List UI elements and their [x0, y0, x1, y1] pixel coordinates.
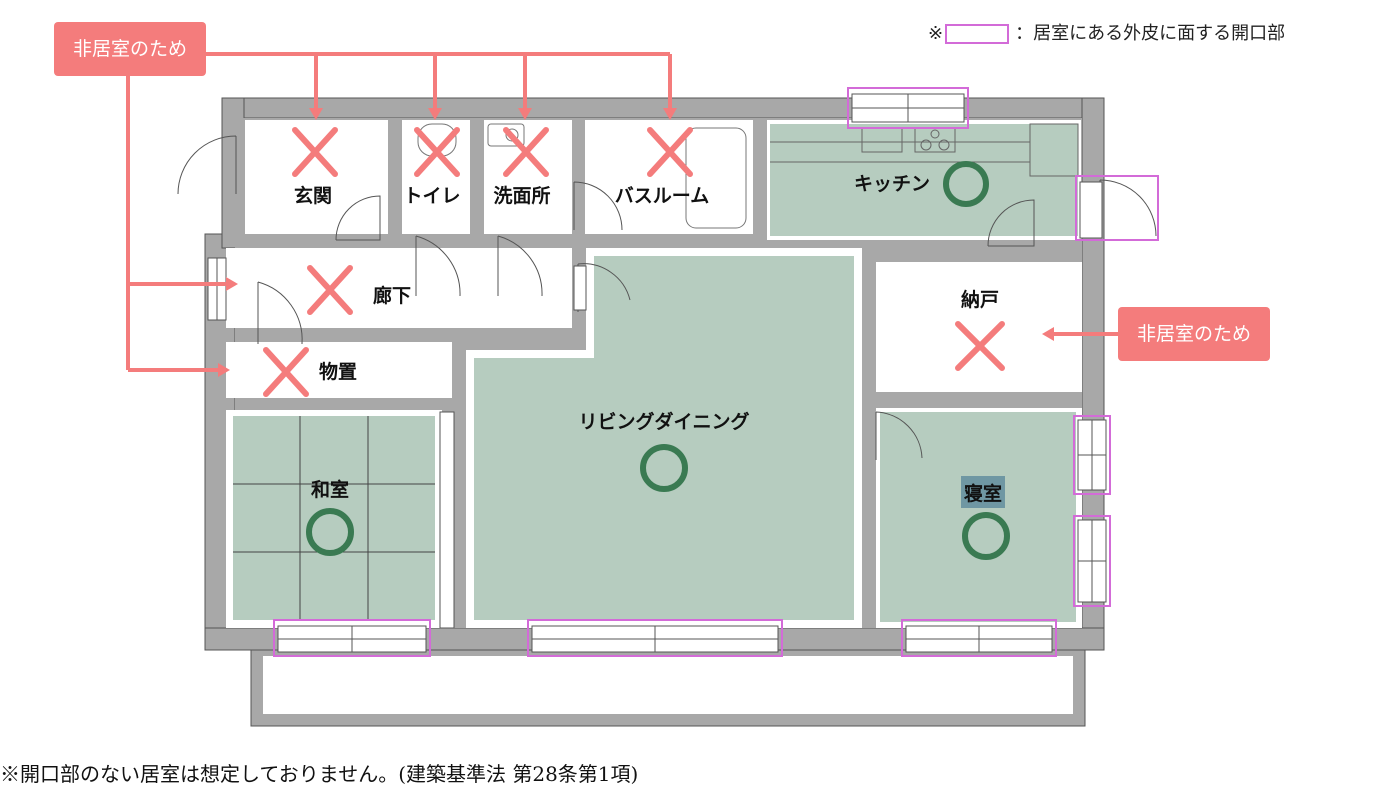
circle-washitsu: [306, 508, 354, 556]
callout-arrow-heads: [218, 108, 1054, 377]
room-bath: [585, 120, 753, 234]
room-labels: 玄関 トイレ 洗面所 バスルーム キッチン 廊下 納戸 物置 リビングダイニング…: [294, 173, 1002, 505]
label-genkan: 玄関: [294, 184, 332, 207]
window-mullions: [216, 94, 1106, 652]
callout-non-habitable-left: 非居室のため: [54, 22, 206, 76]
label-kitchen: キッチン: [854, 173, 930, 195]
label-shinshitsu: 寝室: [964, 482, 1002, 505]
room-rouka: [226, 248, 572, 328]
cross-bath: [647, 127, 693, 177]
washitsu-floor: [233, 416, 435, 620]
shinshitsu-label-highlight: [961, 476, 1005, 508]
kitchen-floor: [770, 124, 1078, 236]
circle-kitchen: [943, 161, 989, 207]
label-rouka: 廊下: [373, 284, 411, 307]
legend-opening-swatch: [945, 24, 1010, 44]
cross-senmen: [503, 127, 549, 177]
balcony-floor: [263, 656, 1073, 714]
legend-text: ：居室にある外皮に面する開口部: [1015, 23, 1286, 44]
envelope-openings: [273, 87, 1159, 657]
label-toilet: トイレ: [403, 185, 460, 207]
cross-nando: [955, 321, 1005, 371]
callout-non-habitable-right: 非居室のため: [1118, 307, 1270, 361]
legend: ※ ：居室にある外皮に面する開口部: [928, 20, 1285, 48]
doors: [177, 135, 1157, 460]
label-nando: 納戸: [961, 288, 999, 311]
label-bath: バスルーム: [615, 185, 709, 207]
room-nando: [876, 262, 1082, 392]
label-monooki: 物置: [319, 360, 357, 383]
living-floor: [474, 256, 854, 620]
callout-arrow-lines: [126, 52, 1118, 372]
room-toilet: [402, 120, 470, 234]
label-senmen: 洗面所: [493, 184, 550, 207]
label-living: リビングダイニング: [578, 410, 749, 433]
circle-shinshitsu: [962, 512, 1010, 560]
non-habitable-marks: [263, 127, 1005, 397]
circle-living: [640, 444, 688, 492]
legend-prefix: ※: [928, 23, 944, 44]
cross-toilet: [414, 127, 460, 177]
cross-genkan: [292, 127, 338, 177]
footnote: ※開口部のない居室は想定しておりません。(建築基準法 第28条第1項): [0, 762, 639, 786]
label-washitsu: 和室: [311, 478, 349, 501]
cross-rouka: [307, 265, 353, 315]
room-senmen: [484, 120, 572, 234]
cross-monooki: [263, 347, 309, 397]
habitable-marks: [306, 161, 1010, 560]
room-genkan: [245, 120, 388, 234]
